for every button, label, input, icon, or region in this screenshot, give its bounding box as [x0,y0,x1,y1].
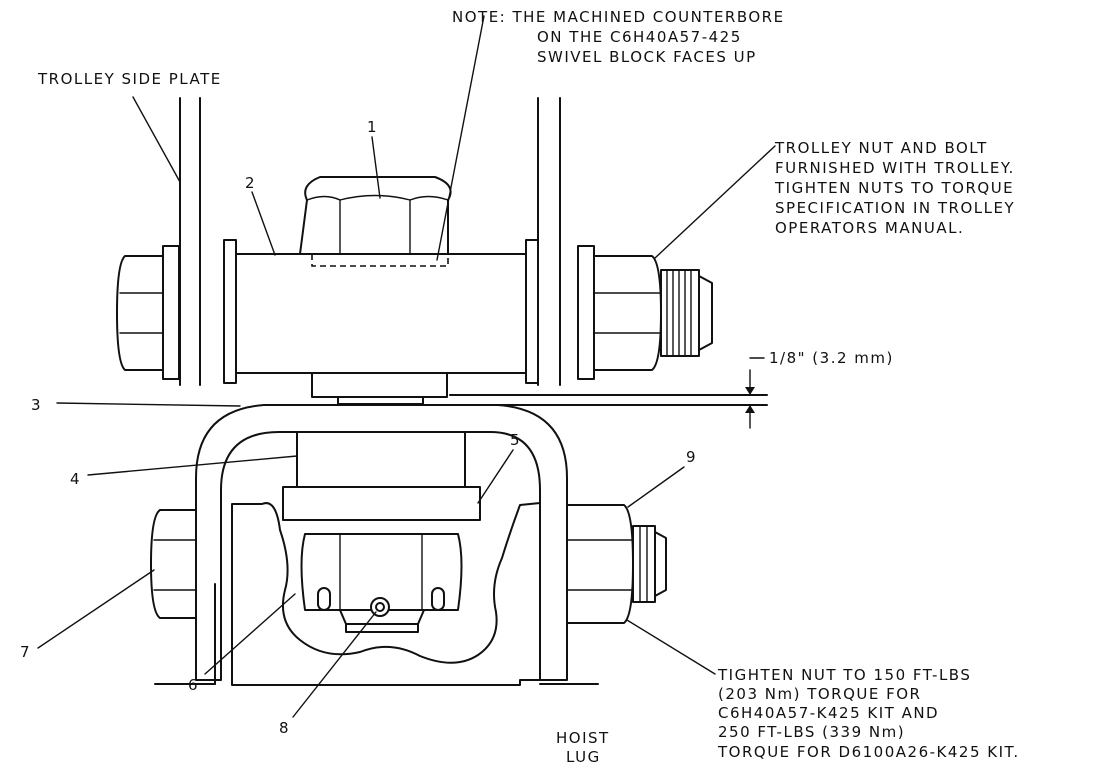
swivel-top-nut [299,176,452,267]
hoist-lug-label-line-1: HOIST [556,729,610,747]
torque-note-line-3: C6H40A57-K425 KIT AND [718,704,939,722]
note-line-1: NOTE: THE MACHINED COUNTERBORE [452,8,785,26]
leader-lines [37,15,776,718]
callout-8: 8 [279,719,289,737]
trolley-nut-note-line-1: TROLLEY NUT AND BOLT [774,139,988,157]
torque-note-line-5: TORQUE FOR D6100A26-K425 KIT. [717,743,1020,761]
trolley-side-plate-label: TROLLEY SIDE PLATE [37,70,222,88]
callout-5: 5 [510,431,520,449]
trolley-nut-note-line-2: FURNISHED WITH TROLLEY. [775,159,1015,177]
hoist-lug-label-line-2: LUG [566,748,601,766]
trolley-bolt-assembly [116,239,713,384]
thread-lines [666,269,692,357]
note-line-3: SWIVEL BLOCK FACES UP [537,48,757,66]
swivel-block [311,372,448,405]
clearance-label: 1/8" (3.2 mm) [769,349,894,367]
lug-nut-right [566,504,667,624]
lug-bolt-head-left [150,509,197,619]
callout-1: 1 [367,118,377,136]
callout-9: 9 [686,448,696,466]
callout-3: 3 [31,396,41,414]
torque-note-line-2: (203 Nm) TORQUE FOR [718,685,921,703]
trolley-nut-note-line-3: TIGHTEN NUTS TO TORQUE [774,179,1014,197]
callout-4: 4 [70,470,80,488]
callout-6: 6 [188,676,198,694]
note-line-2: ON THE C6H40A57-425 [537,28,742,46]
swivel-lower-nut [300,533,463,633]
cotter-pin [370,597,390,617]
torque-note-line-1: TIGHTEN NUT TO 150 FT-LBS [717,666,971,684]
swivel-body [282,431,481,521]
torque-note-line-4: 250 FT-LBS (339 Nm) [718,723,905,741]
hoist-lug [154,502,599,686]
trolley-nut-note-line-4: SPECIFICATION IN TROLLEY [775,199,1015,217]
callout-7: 7 [20,643,30,661]
callout-2: 2 [245,174,255,192]
trolley-nut-note-line-5: OPERATORS MANUAL. [775,219,964,237]
clearance-dimension [449,357,768,429]
